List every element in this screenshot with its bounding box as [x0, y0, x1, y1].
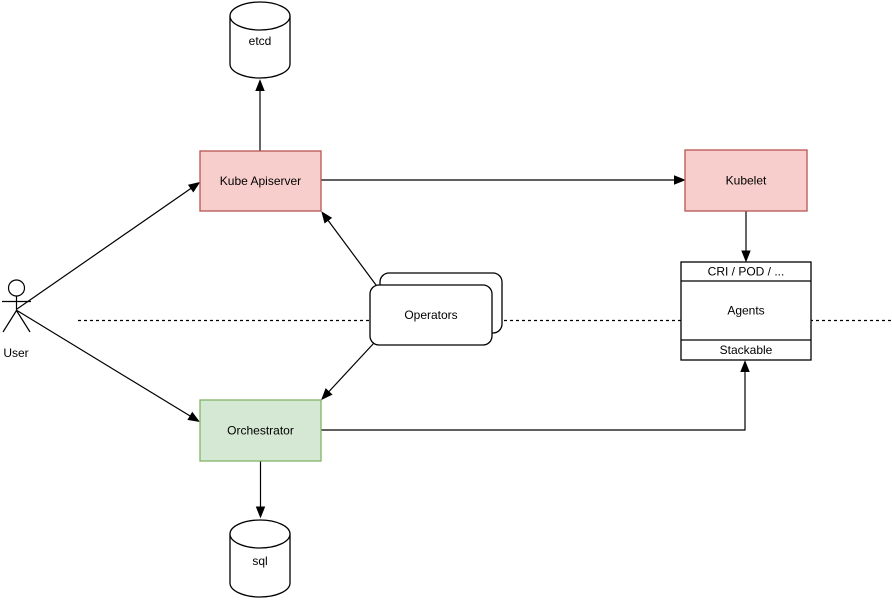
- node-user[interactable]: User: [2, 279, 31, 360]
- node-kube-apiserver[interactable]: Kube Apiserver: [199, 150, 322, 212]
- cri-stack-box: [680, 261, 812, 361]
- kubelet-box: [684, 149, 808, 212]
- cri-stack-footer-label: Stackable: [720, 343, 773, 357]
- user-actor-head: [7, 279, 26, 297]
- node-orchestrator[interactable]: Orchestrator: [199, 399, 322, 462]
- edge-orchestrator-to-stackable: [321, 360, 750, 431]
- kube-apiserver-label: Kube Apiserver: [220, 174, 301, 188]
- etcd-label: etcd: [249, 34, 272, 48]
- orchestrator-box: [199, 399, 322, 462]
- kube-apiserver-box: [199, 150, 322, 212]
- operators-front-card: [369, 284, 493, 346]
- user-actor-left-leg: [2, 310, 18, 333]
- edge-user-to-kube-apiserver: [16, 181, 201, 310]
- etcd-cylinder-top-curve: [229, 15, 291, 31]
- edge-user-to-orchestrator: [16, 309, 200, 422]
- cri-stack-body-label: Agents: [727, 304, 764, 318]
- edge-operators-to-orchestrator: [321, 343, 374, 401]
- sql-cylinder-top-curve: [229, 533, 291, 549]
- node-kubelet[interactable]: Kubelet: [684, 149, 808, 212]
- node-cri-stack[interactable]: CRI / POD / ... Agents Stackable: [680, 261, 812, 361]
- sql-label: sql: [252, 554, 267, 568]
- kubelet-label: Kubelet: [726, 174, 767, 188]
- edge-operators-to-kube-apiserver: [321, 211, 377, 286]
- operators-label: Operators: [404, 308, 457, 322]
- node-operators[interactable]: Operators: [369, 272, 503, 346]
- user-label: User: [3, 346, 28, 360]
- user-actor-right-leg: [15, 310, 31, 333]
- node-etcd[interactable]: etcd: [229, 1, 291, 79]
- orchestrator-label: Orchestrator: [227, 424, 294, 438]
- cri-stack-header-label: CRI / POD / ...: [708, 265, 785, 279]
- node-sql[interactable]: sql: [229, 519, 291, 598]
